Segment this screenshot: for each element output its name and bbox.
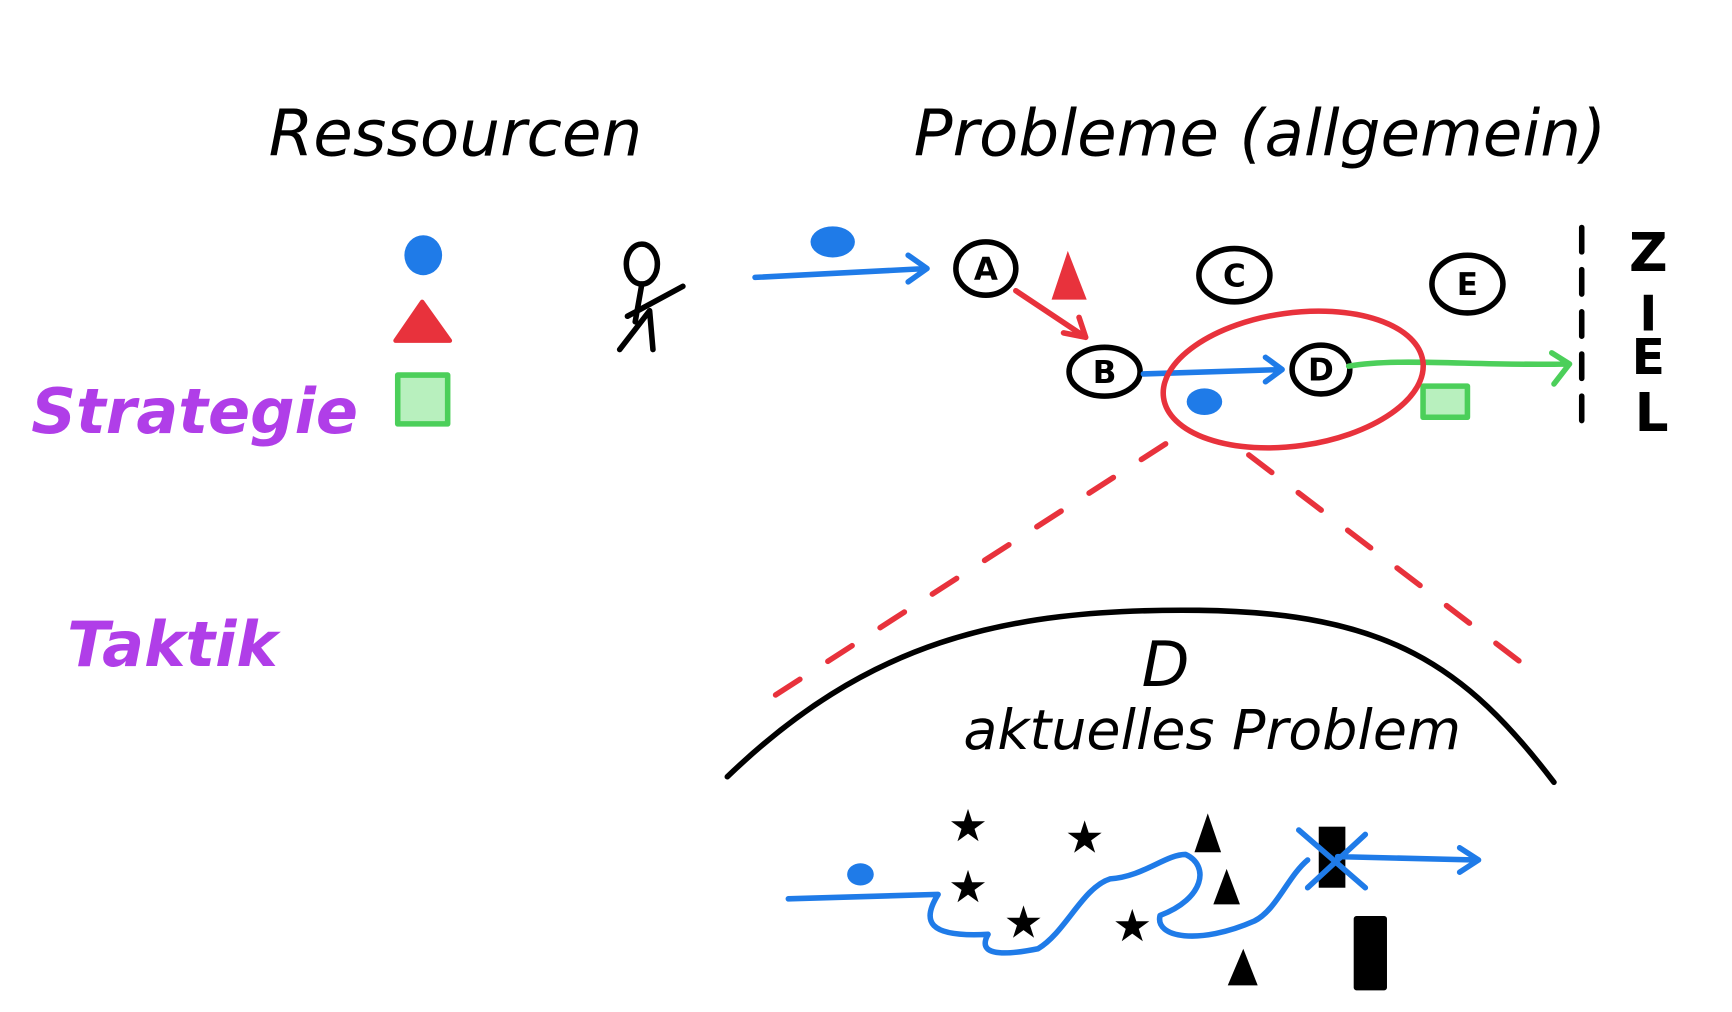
blue-circle-icon bbox=[847, 863, 874, 886]
svg-text:I: I bbox=[1639, 286, 1657, 343]
stick-figure-icon bbox=[616, 241, 686, 353]
black-triangle-icon bbox=[1194, 813, 1222, 853]
node-d: D bbox=[1289, 342, 1353, 397]
current-problem-title: aktuelles Problem bbox=[963, 699, 1461, 763]
zoom-line-left bbox=[757, 441, 1169, 708]
red-triangle-icon bbox=[1051, 250, 1087, 300]
green-square-icon bbox=[1420, 383, 1471, 421]
green-arrow-d-goal bbox=[1345, 350, 1573, 387]
goal-label: Z I E L bbox=[1629, 222, 1669, 444]
black-triangle-icon bbox=[1213, 868, 1240, 905]
star-icon: ★ bbox=[948, 801, 988, 852]
zoom-line-right bbox=[1246, 452, 1546, 682]
svg-text:Z: Z bbox=[1629, 222, 1668, 284]
blue-resource-arrow bbox=[752, 226, 930, 285]
svg-text:E: E bbox=[1457, 267, 1478, 303]
star-icon: ★ bbox=[1004, 898, 1044, 949]
red-arrow-a-b bbox=[1013, 287, 1089, 341]
svg-text:C: C bbox=[1223, 258, 1246, 294]
tactical-path-arrow bbox=[785, 827, 1482, 956]
black-triangle-icon bbox=[1227, 948, 1258, 986]
svg-text:B: B bbox=[1093, 355, 1117, 391]
svg-text:A: A bbox=[974, 252, 998, 288]
node-c: C bbox=[1196, 245, 1273, 305]
node-a: A bbox=[953, 239, 1019, 298]
black-square-icon bbox=[1353, 916, 1387, 991]
problem-arc bbox=[724, 607, 1557, 786]
node-e: E bbox=[1429, 252, 1506, 316]
node-b: B bbox=[1066, 344, 1143, 399]
problems-heading: Probleme (allgemein) bbox=[914, 96, 1606, 171]
star-icon: ★ bbox=[1112, 901, 1152, 952]
tactics-label: Taktik bbox=[67, 608, 281, 681]
red-triangle-resource-icon bbox=[393, 299, 453, 343]
current-node-label: D bbox=[1142, 628, 1190, 701]
blue-circle-icon bbox=[1186, 388, 1223, 416]
focus-ellipse bbox=[1160, 308, 1426, 451]
svg-text:D: D bbox=[1308, 353, 1334, 389]
svg-text:E: E bbox=[1632, 329, 1665, 386]
strategy-label: Strategie bbox=[31, 375, 358, 448]
green-square-resource-icon bbox=[394, 372, 451, 427]
svg-text:L: L bbox=[1635, 382, 1669, 444]
blue-circle-resource-icon bbox=[404, 235, 443, 276]
star-icon: ★ bbox=[948, 862, 988, 913]
star-icon: ★ bbox=[1065, 812, 1105, 863]
resources-heading: Ressourcen bbox=[269, 96, 643, 171]
